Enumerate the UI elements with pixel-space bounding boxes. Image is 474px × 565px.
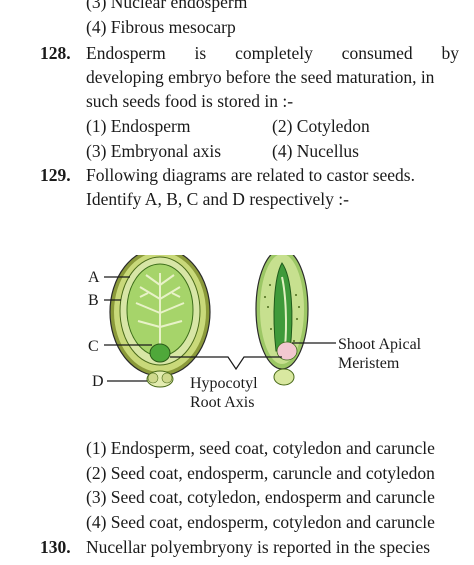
leader-lines [104, 276, 336, 382]
q128-option-3[interactable]: (3) Embryonal axis [86, 141, 222, 161]
label-d: D [92, 373, 104, 390]
label-root-axis: Root Axis [190, 394, 254, 411]
label-hypocotyl: Hypocotyl [190, 375, 258, 392]
q127-option-3: (3) Nuclear endosperm [86, 0, 248, 12]
q129-option-1[interactable]: (1) Endosperm, seed coat, cotyledon and … [86, 438, 435, 458]
label-shoot-apical: Shoot Apical [338, 336, 422, 353]
q129-number: 129. [40, 165, 71, 185]
q128-number: 128. [40, 43, 71, 63]
q130-number: 130. [40, 537, 71, 557]
q128-stem-line-3: such seeds food is stored in :- [86, 91, 294, 111]
q128-option-2[interactable]: (2) Cotyledon [272, 116, 370, 136]
label-meristem: Meristem [338, 355, 400, 372]
q128-option-4[interactable]: (4) Nucellus [272, 141, 359, 161]
q129-stem-line-2: Identify A, B, C and D respectively :- [86, 189, 349, 209]
q128-option-1[interactable]: (1) Endosperm [86, 116, 191, 136]
label-a: A [88, 269, 100, 286]
q129-option-4[interactable]: (4) Seed coat, endosperm, cotyledon and … [86, 512, 435, 532]
q129-stem-line-1: Following diagrams are related to castor… [86, 165, 415, 185]
seed-ls-caruncle [273, 368, 295, 386]
q129-option-2[interactable]: (2) Seed coat, endosperm, caruncle and c… [86, 463, 435, 483]
castor-seed-diagram: A B C D Hypocotyl Root Axis Shoot Apical… [88, 255, 422, 411]
embryo-axis [149, 343, 171, 363]
label-c: C [88, 338, 99, 355]
q127-option-4: (4) Fibrous mesocarp [86, 17, 236, 37]
label-b: B [88, 292, 99, 309]
shoot-apical-meristem [276, 341, 298, 361]
q128-stem-line-1: Endosperm is completely consumed by [86, 43, 459, 63]
q130-stem-line-1: Nucellar polyembryony is reported in the… [86, 537, 431, 557]
q128-stem-line-2: developing embryo before the seed matura… [86, 67, 435, 87]
cotyledon-veins [135, 273, 185, 353]
seed-ls-dots [264, 284, 300, 342]
q129-option-3[interactable]: (3) Seed coat, cotyledon, endosperm and … [86, 487, 435, 507]
